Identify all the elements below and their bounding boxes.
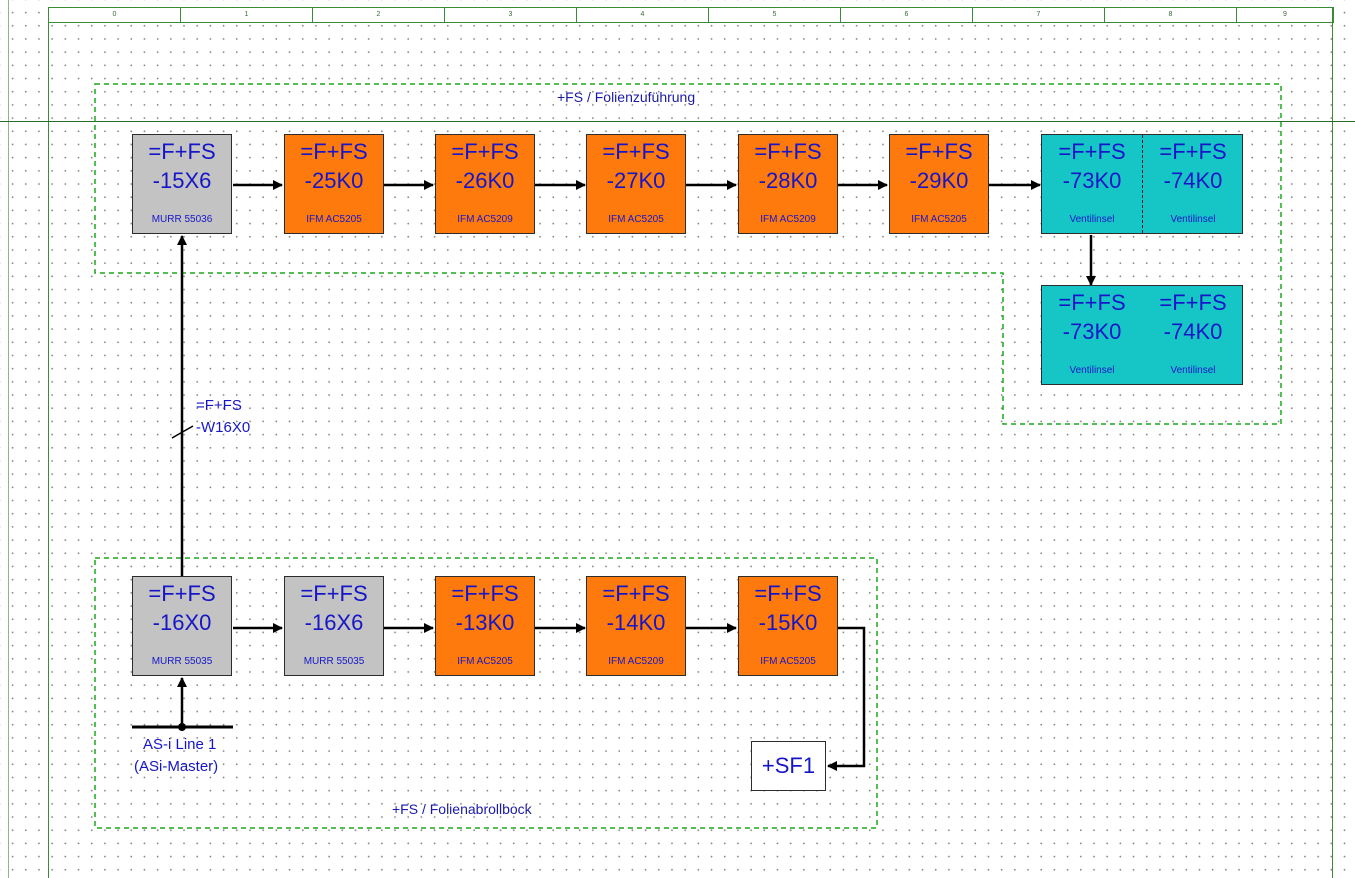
module-27k0[interactable]: =F+FS -27K0 IFM AC5205 xyxy=(586,134,686,234)
module-part: MURR 55035 xyxy=(303,656,365,667)
ruler-cell: 4 xyxy=(577,8,709,22)
module-15x6[interactable]: =F+FS -15X6 MURR 55036 xyxy=(132,134,232,234)
region-label-folienzufuehrung: +FS / Folienzuführung xyxy=(557,89,696,105)
ruler-cell: 1 xyxy=(181,8,313,22)
module-part: MURR 55035 xyxy=(151,656,213,667)
module-part: IFM AC5209 xyxy=(457,214,513,225)
ruler-cell: 8 xyxy=(1105,8,1237,22)
module-part: IFM AC5209 xyxy=(608,656,664,667)
module-part: Ventilinsel xyxy=(1069,365,1115,376)
ruler-cell: 3 xyxy=(445,8,577,22)
valve-island-top[interactable]: =F+FS -73K0 Ventilinsel =F+FS -74K0 Vent… xyxy=(1041,134,1243,234)
module-tag: -73K0 xyxy=(1062,168,1122,193)
module-tag: -15X6 xyxy=(152,168,212,193)
module-tag: -13K0 xyxy=(455,610,515,635)
module-part: IFM AC5205 xyxy=(608,214,664,225)
module-function: =F+FS xyxy=(148,581,216,606)
module-tag: -26K0 xyxy=(455,168,515,193)
module-tag: -14K0 xyxy=(606,610,666,635)
cable-function-label: =F+FS xyxy=(196,397,242,414)
module-tag: -25K0 xyxy=(304,168,364,193)
module-part: IFM AC5205 xyxy=(760,656,816,667)
valve-74k0[interactable]: =F+FS -74K0 Ventilinsel xyxy=(1143,286,1243,384)
module-tag: -16X0 xyxy=(152,610,212,635)
module-14k0[interactable]: =F+FS -14K0 IFM AC5209 xyxy=(586,576,686,676)
module-tag: -28K0 xyxy=(758,168,818,193)
ruler-cell: 5 xyxy=(709,8,841,22)
connector-arrow xyxy=(827,626,866,771)
ruler-cell: 7 xyxy=(973,8,1105,22)
module-tag: -74K0 xyxy=(1163,319,1223,344)
module-tag: -29K0 xyxy=(909,168,969,193)
module-function: =F+FS xyxy=(754,581,822,606)
valve-divider xyxy=(1142,135,1143,233)
module-function: =F+FS xyxy=(602,581,670,606)
module-part: IFM AC5209 xyxy=(760,214,816,225)
module-part: Ventilinsel xyxy=(1170,365,1216,376)
module-function: =F+FS xyxy=(451,581,519,606)
module-16x0[interactable]: =F+FS -16X0 MURR 55035 xyxy=(132,576,232,676)
module-tag: -27K0 xyxy=(606,168,666,193)
asi-master-line-label: AS-i Line 1 xyxy=(143,736,217,753)
column-ruler: 0 1 2 3 4 5 6 7 8 9 xyxy=(48,7,1334,23)
module-function: =F+FS xyxy=(1058,290,1126,315)
asi-master-type-label: (ASi-Master) xyxy=(134,758,219,775)
module-function: =F+FS xyxy=(451,139,519,164)
module-tag: -15K0 xyxy=(758,610,818,635)
frame-left-border xyxy=(48,7,49,878)
module-part: Ventilinsel xyxy=(1170,214,1216,225)
module-26k0[interactable]: =F+FS -26K0 IFM AC5209 xyxy=(435,134,535,234)
ruler-cell: 9 xyxy=(1283,11,1287,18)
module-function: =F+FS xyxy=(1058,139,1126,164)
module-part: IFM AC5205 xyxy=(911,214,967,225)
module-function: =F+FS xyxy=(1159,139,1227,164)
module-29k0[interactable]: =F+FS -29K0 IFM AC5205 xyxy=(889,134,989,234)
valve-74k0[interactable]: =F+FS -74K0 Ventilinsel xyxy=(1143,135,1243,233)
cable-tag-label: -W16X0 xyxy=(196,419,251,436)
module-tag: -73K0 xyxy=(1062,319,1122,344)
module-function: =F+FS xyxy=(148,139,216,164)
module-tag: -16X6 xyxy=(304,610,364,635)
valve-island-bottom[interactable]: =F+FS -73K0 Ventilinsel =F+FS -74K0 Vent… xyxy=(1041,285,1243,385)
region-folienabrollbock-border xyxy=(94,557,878,829)
module-28k0[interactable]: =F+FS -28K0 IFM AC5209 xyxy=(738,134,838,234)
valve-73k0[interactable]: =F+FS -73K0 Ventilinsel xyxy=(1042,286,1142,384)
module-function: =F+FS xyxy=(905,139,973,164)
module-function: =F+FS xyxy=(300,139,368,164)
frame-outer-left xyxy=(8,0,9,878)
region-label-folienabrollbock: +FS / Folienabrollbock xyxy=(392,801,532,817)
module-part: MURR 55036 xyxy=(151,214,213,225)
module-function: =F+FS xyxy=(300,581,368,606)
grid-reference-line xyxy=(0,121,1355,122)
region-folienzufuehrung-border xyxy=(94,83,1282,425)
module-function: =F+FS xyxy=(602,139,670,164)
ruler-cell: 6 xyxy=(841,8,973,22)
ruler-cell: 0 xyxy=(49,8,181,22)
module-function: =F+FS xyxy=(1159,290,1227,315)
module-function: =F+FS xyxy=(754,139,822,164)
module-part: IFM AC5205 xyxy=(457,656,513,667)
module-16x6[interactable]: =F+FS -16X6 MURR 55035 xyxy=(284,576,384,676)
module-13k0[interactable]: =F+FS -13K0 IFM AC5205 xyxy=(435,576,535,676)
valve-73k0[interactable]: =F+FS -73K0 Ventilinsel xyxy=(1042,135,1142,233)
ruler-cell: 2 xyxy=(313,8,445,22)
module-part: Ventilinsel xyxy=(1069,214,1115,225)
module-15k0[interactable]: =F+FS -15K0 IFM AC5205 xyxy=(738,576,838,676)
cable-tick xyxy=(171,425,194,439)
frame-right-border xyxy=(1332,7,1333,878)
module-part: IFM AC5205 xyxy=(306,214,362,225)
module-tag: -74K0 xyxy=(1163,168,1223,193)
location-sf1-box[interactable]: +SF1 xyxy=(751,741,826,791)
module-25k0[interactable]: =F+FS -25K0 IFM AC5205 xyxy=(284,134,384,234)
